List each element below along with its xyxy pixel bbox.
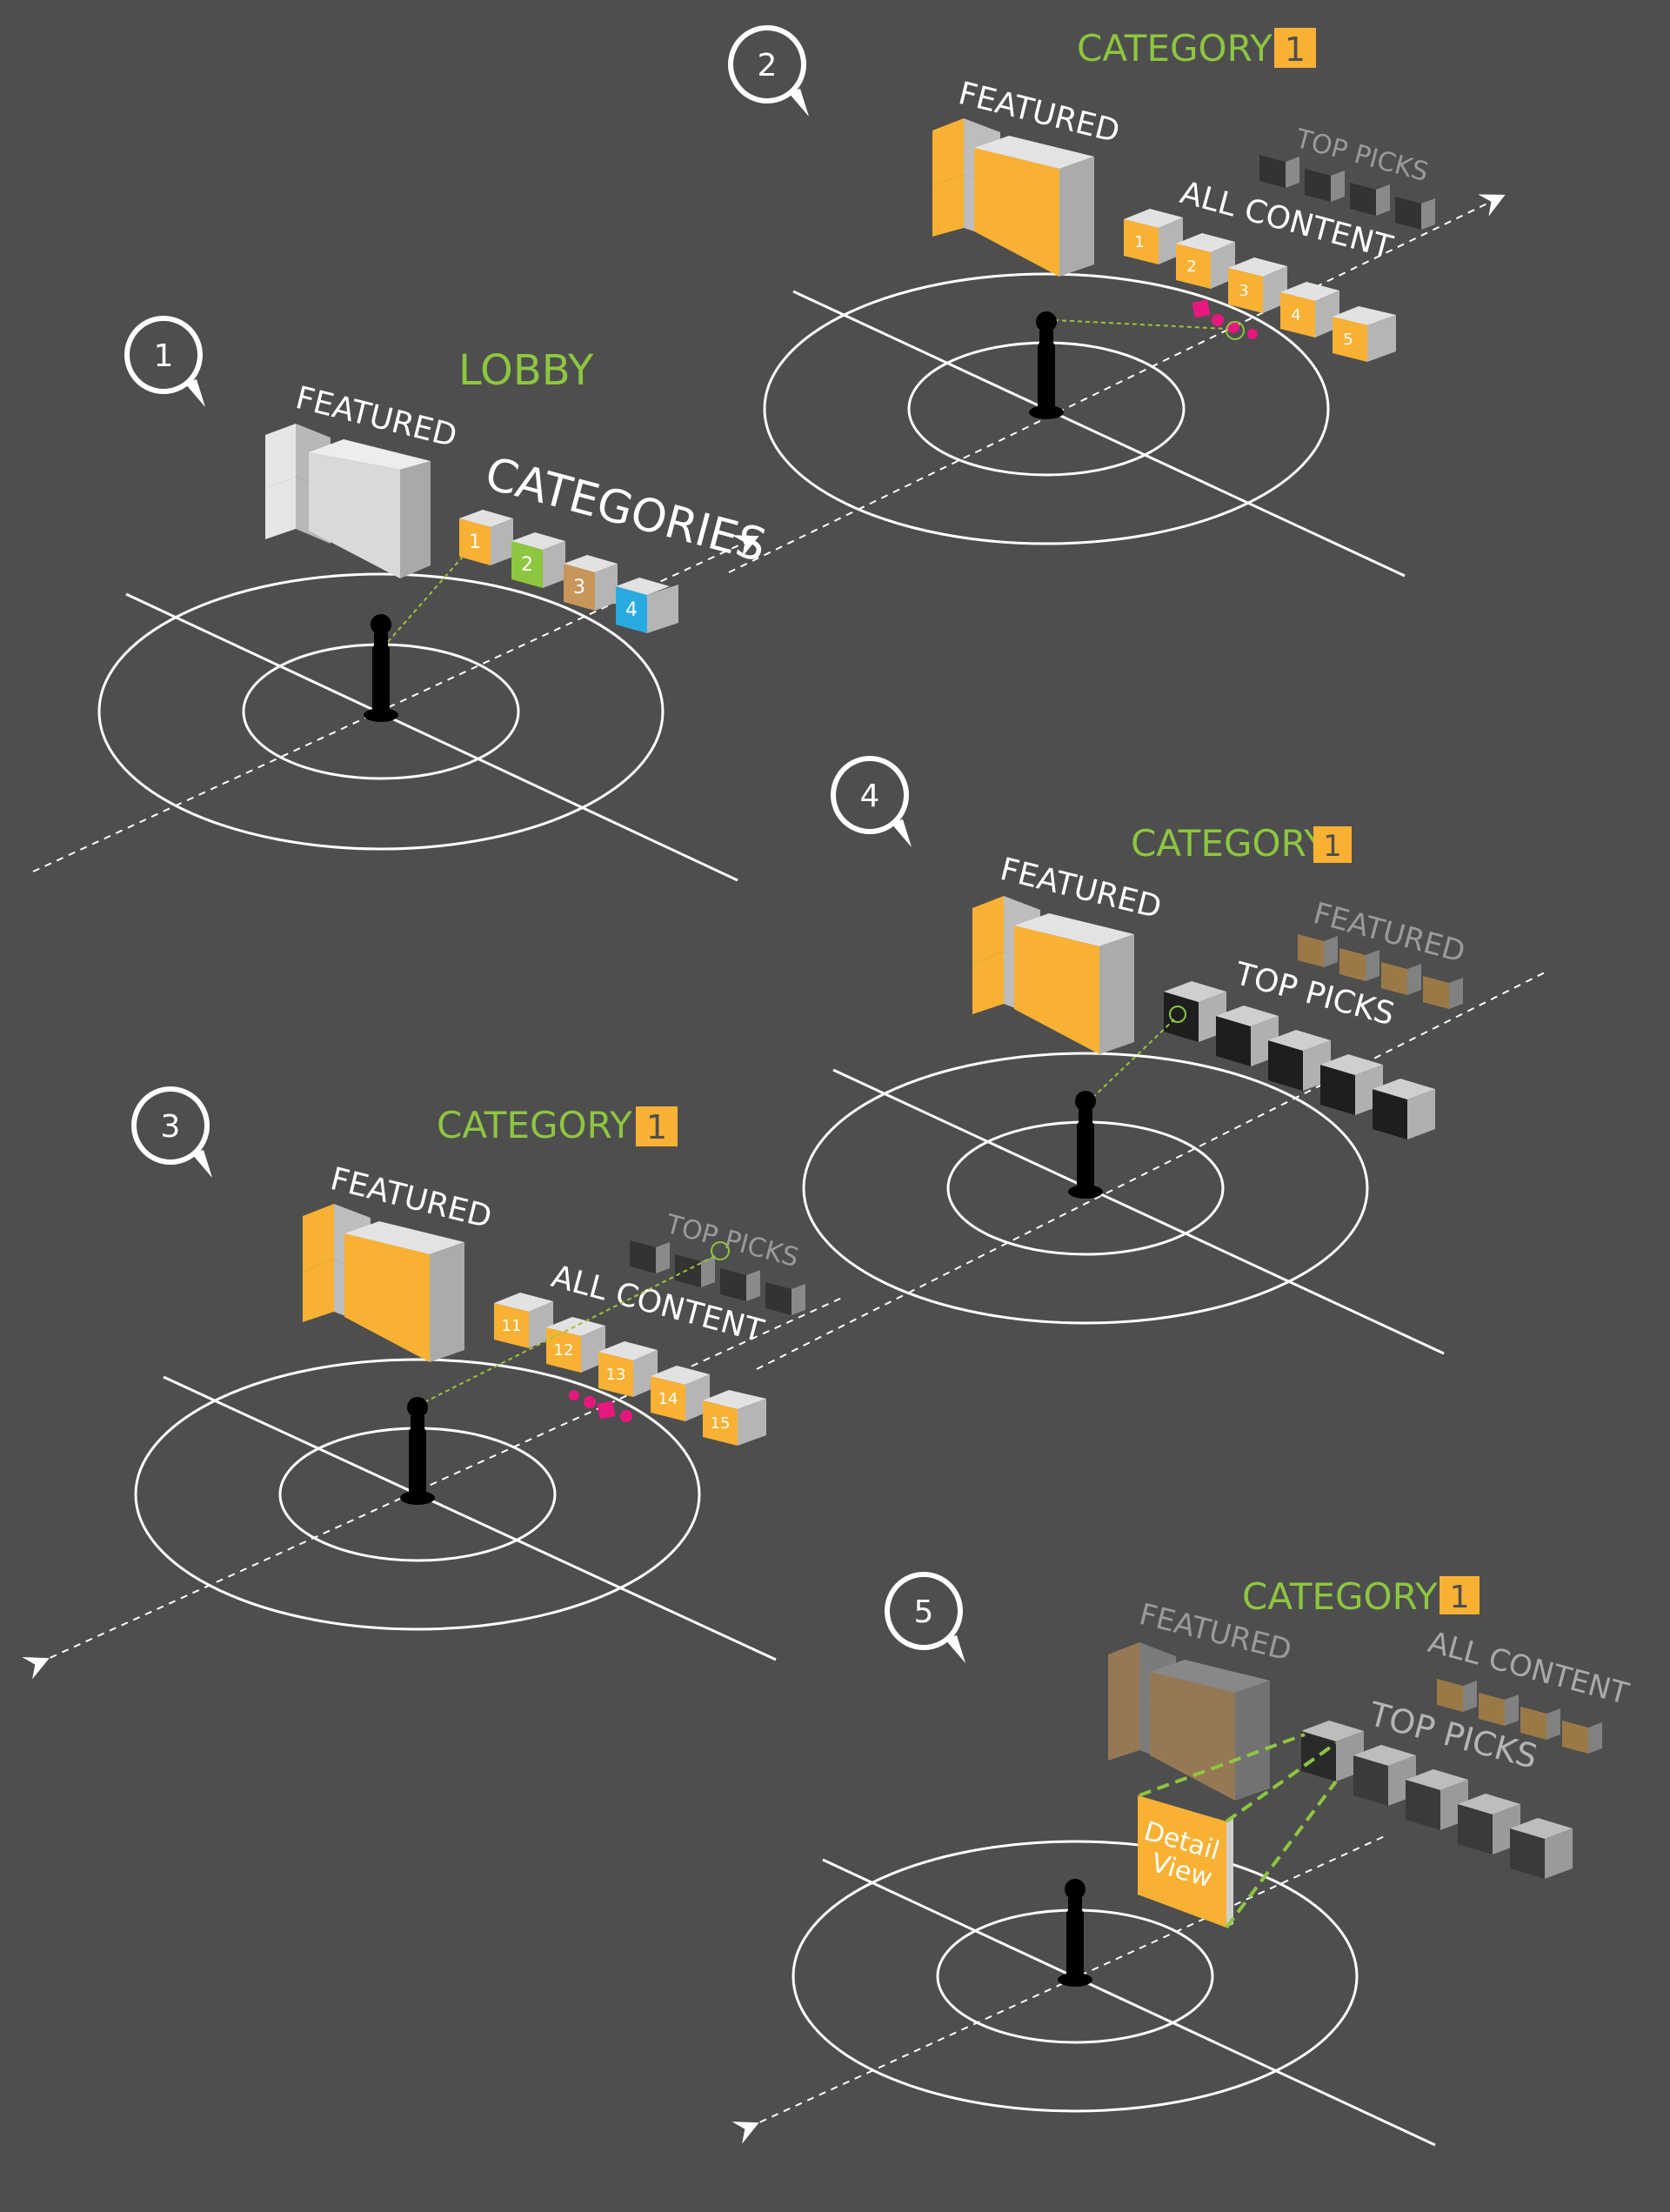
step-number: 1	[154, 338, 174, 374]
scroll-indicator	[569, 1390, 632, 1422]
gaze-line	[1092, 1019, 1175, 1099]
user-figure	[400, 1397, 435, 1505]
content-tile-12[interactable]: 12	[546, 1317, 605, 1373]
detail-view-panel[interactable]: Detail View	[1138, 1795, 1233, 1928]
step-bubble-5: 5	[885, 1572, 965, 1663]
content-tile-14[interactable]: 14	[651, 1366, 710, 1421]
panel-5: 5 CATEGORY 1 FEATURED ALL CONTENT TOP PI…	[731, 1572, 1633, 2147]
user-figure	[364, 614, 398, 722]
svg-text:4: 4	[625, 599, 638, 621]
top-picks-row	[630, 1240, 805, 1315]
svg-text:11: 11	[502, 1317, 522, 1335]
svg-text:5: 5	[1343, 331, 1353, 349]
gaze-line	[1053, 319, 1227, 330]
svg-text:1: 1	[469, 531, 481, 553]
content-tile-13[interactable]: 13	[598, 1341, 658, 1397]
panel-heading: CATEGORY	[1077, 27, 1273, 70]
svg-text:4: 4	[1291, 306, 1300, 324]
gaze-target-icon	[1226, 321, 1245, 340]
svg-text:14: 14	[658, 1390, 678, 1408]
panel-3: 3 CATEGORY 1 FEATURED ALL CONTENT TOP PI…	[22, 1086, 843, 1680]
panel-4: 4 CATEGORY 1 FEATURED TOP PICKS FEATURED	[756, 756, 1546, 1370]
svg-text:2: 2	[521, 554, 533, 576]
content-tile-1[interactable]: 1	[1124, 209, 1183, 264]
featured-block	[932, 118, 1094, 277]
gaze-line	[387, 556, 464, 643]
top-pick-tile-5[interactable]	[1510, 1818, 1573, 1879]
top-pick-tile-1[interactable]	[1301, 1721, 1364, 1781]
gaze-target-icon	[711, 1241, 730, 1260]
top-pick-tile-5[interactable]	[1373, 1079, 1435, 1139]
top-pick-tile-2[interactable]	[1216, 1006, 1279, 1066]
step-number: 2	[758, 48, 778, 84]
floor-rings	[728, 194, 1506, 578]
content-tile-5[interactable]: 5	[1333, 306, 1396, 362]
svg-text:3: 3	[573, 577, 585, 598]
gaze-target-icon	[1169, 1006, 1186, 1023]
content-tile-4[interactable]: 4	[1280, 282, 1339, 337]
category-tile-3[interactable]: 3	[564, 555, 618, 611]
category-badge-number: 1	[1323, 829, 1342, 864]
top-pick-tile-3[interactable]	[1268, 1030, 1331, 1091]
floor-rings	[731, 1834, 1436, 2147]
category-tile-4[interactable]: 4	[616, 578, 678, 633]
all-content-row-faded	[1437, 1679, 1602, 1754]
step-bubble-4: 4	[831, 756, 912, 847]
panel-1: 1 LOBBY FEATURED CATEGORIES	[32, 316, 772, 882]
step-bubble-1: 1	[124, 316, 205, 407]
all-content-tiles: 1 2 3 4	[1124, 209, 1396, 362]
content-tile-3[interactable]: 3	[1228, 257, 1287, 313]
featured-block	[265, 424, 431, 578]
category-tile-2[interactable]: 2	[511, 532, 565, 588]
svg-text:1: 1	[1134, 233, 1144, 251]
category-badge-number: 1	[1285, 30, 1306, 69]
category-badge	[1313, 826, 1352, 863]
category-badge	[1274, 28, 1316, 68]
featured-block	[303, 1204, 464, 1362]
panel-heading: CATEGORY	[1242, 1575, 1438, 1618]
content-tile-2[interactable]: 2	[1176, 233, 1235, 289]
all-content-tiles: 11 12 13 14	[494, 1293, 766, 1446]
step-number: 4	[860, 779, 880, 814]
step-number: 3	[161, 1109, 181, 1145]
featured-row-faded	[1298, 934, 1463, 1009]
top-picks-tiles	[1301, 1721, 1573, 1879]
svg-text:3: 3	[1239, 282, 1248, 300]
user-figure	[1029, 311, 1064, 419]
category-badge-number: 1	[646, 1108, 667, 1146]
category-badge	[636, 1106, 678, 1146]
top-pick-tile-4[interactable]	[1458, 1794, 1520, 1854]
user-figure	[1068, 1091, 1103, 1199]
top-picks-tiles	[1164, 981, 1435, 1139]
svg-text:13: 13	[606, 1366, 626, 1384]
content-tile-11[interactable]: 11	[494, 1293, 553, 1348]
content-tile-15[interactable]: 15	[703, 1390, 766, 1446]
user-figure	[1058, 1879, 1092, 1987]
detail-connector-lines	[1139, 1733, 1338, 1929]
floor-rings	[756, 972, 1546, 1370]
panel-heading: LOBBY	[458, 346, 594, 395]
panel-2: 2 CATEGORY 1 FEATURED ALL CONTENT TOP PI…	[728, 25, 1506, 578]
category-tiles: 1 2 3 4	[459, 510, 678, 633]
svg-text:15: 15	[711, 1414, 731, 1433]
step-bubble-2: 2	[728, 25, 809, 117]
featured-block-faded	[1108, 1642, 1270, 1801]
category-tile-1[interactable]: 1	[459, 510, 513, 565]
step-number: 5	[914, 1594, 934, 1630]
panel-heading: CATEGORY	[1131, 822, 1326, 865]
category-badge	[1440, 1576, 1480, 1614]
category-badge-number: 1	[1450, 1580, 1470, 1615]
featured-block	[972, 896, 1134, 1054]
panel-heading: CATEGORY	[437, 1104, 632, 1146]
step-bubble-3: 3	[131, 1086, 212, 1178]
svg-text:12: 12	[554, 1341, 574, 1360]
svg-text:2: 2	[1186, 257, 1196, 276]
top-picks-row	[1259, 155, 1435, 230]
